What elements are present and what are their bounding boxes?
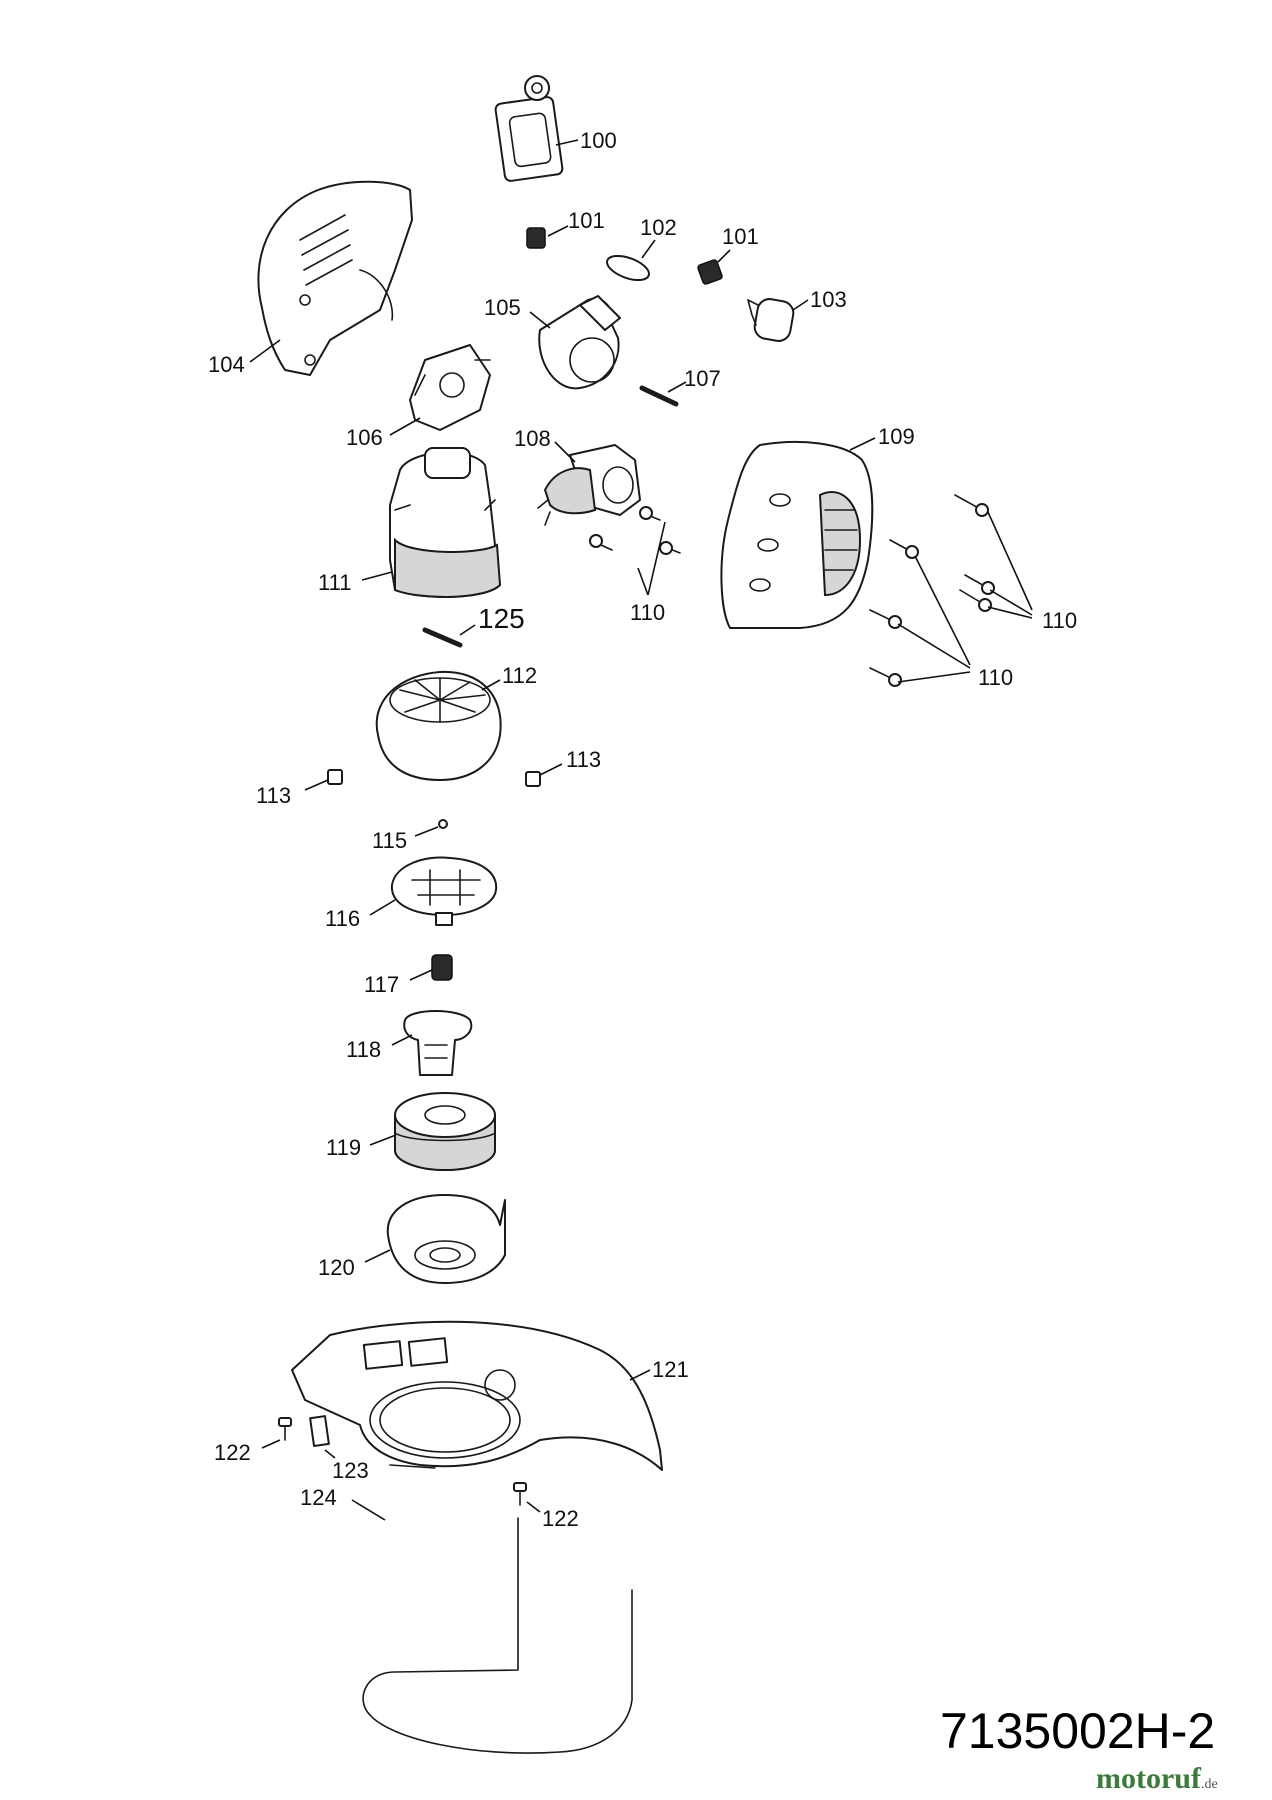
callout-103: 103	[810, 287, 847, 312]
leader-101a	[547, 225, 569, 237]
callout-110c: 110	[978, 665, 1013, 690]
callout-110b: 110	[1042, 608, 1077, 633]
callout-115: 115	[372, 828, 407, 853]
callout-113a: 113	[256, 783, 291, 808]
part-101-spring-right[interactable]	[697, 259, 723, 285]
part-121-guard[interactable]	[291, 1320, 663, 1471]
callout-113b: 113	[566, 747, 601, 772]
callout-117: 117	[364, 972, 399, 997]
part-104-housing-half[interactable]	[257, 180, 413, 376]
leader-106	[389, 417, 421, 436]
part-122-screw-bottom[interactable]	[513, 1482, 527, 1506]
part-113-clip-right[interactable]	[525, 771, 541, 787]
part-120-spool-cover[interactable]	[386, 1194, 506, 1284]
part-100-cover-plate[interactable]	[494, 75, 564, 182]
part-107-pin[interactable]	[639, 385, 679, 407]
callout-111: 111	[318, 570, 351, 595]
leader-102	[641, 239, 656, 259]
leader-116	[369, 899, 396, 916]
part-111-motor[interactable]	[389, 447, 502, 598]
leader-111	[361, 571, 393, 581]
part-110-screws-lower[interactable]	[869, 609, 902, 687]
part-117-spring[interactable]	[431, 954, 453, 981]
part-115-ball[interactable]	[438, 819, 448, 829]
part-101-spring-left[interactable]	[526, 227, 546, 249]
leader-121	[629, 1369, 651, 1381]
leader-105	[529, 311, 551, 329]
leader-118	[391, 1034, 413, 1046]
leader-119	[369, 1134, 397, 1146]
leader-107	[667, 381, 687, 393]
leader-103	[792, 299, 809, 311]
callout-123: 123	[332, 1458, 369, 1483]
callout-101b: 101	[722, 224, 759, 249]
callout-104: 104	[208, 352, 245, 377]
callout-112: 112	[502, 663, 537, 688]
callout-106: 106	[346, 425, 383, 450]
part-108-coupling[interactable]	[537, 444, 641, 526]
callout-101a: 101	[568, 208, 605, 233]
callout-108: 108	[514, 426, 551, 451]
leader-125	[459, 624, 476, 636]
part-105-sleeve[interactable]	[538, 295, 621, 390]
callout-102: 102	[640, 215, 677, 240]
leader-110c	[897, 555, 971, 683]
callout-110a: 110	[630, 600, 665, 625]
watermark: motoruf.de	[1096, 1762, 1218, 1796]
callout-107: 107	[684, 366, 721, 391]
part-124-wire-guard[interactable]	[362, 1517, 633, 1754]
part-118-bump-knob[interactable]	[403, 1010, 473, 1076]
part-112-fan[interactable]	[375, 670, 502, 781]
watermark-tld: .de	[1200, 1777, 1218, 1792]
part-113-clip-left[interactable]	[327, 769, 343, 785]
drawing-number: 7135002H-2	[940, 1703, 1216, 1759]
callout-105: 105	[484, 295, 521, 320]
leader-117	[409, 969, 433, 981]
part-116-spool-holder[interactable]	[390, 856, 498, 926]
leader-115	[414, 826, 439, 837]
callout-125: 125	[478, 603, 525, 634]
leader-100	[555, 139, 579, 146]
part-110-screws-center[interactable]	[589, 506, 681, 555]
callout-121: 121	[652, 1357, 689, 1382]
part-119-spool[interactable]	[394, 1092, 496, 1172]
leader-112	[481, 679, 501, 691]
leader-120	[364, 1249, 391, 1263]
part-106-brush-holder[interactable]	[409, 344, 491, 431]
leader-104	[249, 339, 281, 363]
leader-110b	[987, 511, 1033, 619]
callout-118: 118	[346, 1037, 381, 1062]
callout-100: 100	[580, 128, 617, 153]
leader-113b	[539, 763, 563, 776]
part-109-motor-housing-cover[interactable]	[720, 440, 874, 629]
part-102-button[interactable]	[604, 251, 652, 285]
callout-109: 109	[878, 424, 915, 449]
callout-124: 124	[300, 1485, 337, 1510]
watermark-name: motoruf	[1096, 1762, 1201, 1795]
part-103-switch-knob[interactable]	[747, 297, 795, 343]
part-123-label[interactable]	[309, 1415, 330, 1447]
callout-120: 120	[318, 1255, 355, 1280]
callout-122b: 122	[542, 1506, 579, 1531]
leader-122b	[526, 1501, 541, 1513]
leader-101b	[717, 249, 731, 263]
leader-108	[554, 441, 576, 463]
leader-123	[324, 1449, 336, 1459]
callout-119: 119	[326, 1135, 361, 1160]
callout-116: 116	[325, 906, 360, 931]
leader-122a	[261, 1439, 281, 1449]
part-122-screw-left[interactable]	[278, 1417, 292, 1441]
part-110-screws-right[interactable]	[889, 494, 995, 612]
leader-113a	[304, 779, 329, 791]
leader-124	[351, 1499, 386, 1521]
callout-122a: 122	[214, 1440, 251, 1465]
leader-109	[849, 437, 876, 451]
part-125-pin[interactable]	[422, 627, 463, 648]
leader-110a	[637, 521, 666, 596]
